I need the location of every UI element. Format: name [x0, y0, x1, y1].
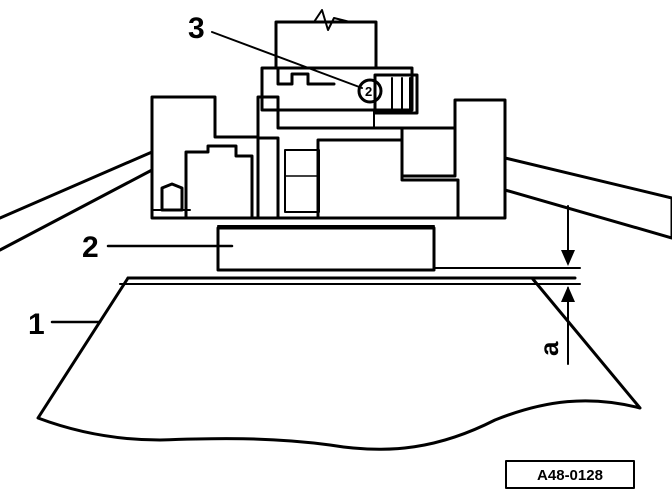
dimension-label: a: [534, 341, 564, 356]
leader-3: [211, 31, 363, 89]
callout-3: 3: [188, 12, 205, 45]
upper-notch: [276, 66, 336, 86]
right-pocket: [400, 126, 457, 178]
spacer-block: [216, 226, 436, 272]
callout-2: 2: [82, 231, 99, 264]
upper-connector: [373, 73, 419, 115]
left-rail: [0, 150, 154, 252]
figure-code-box: [505, 460, 635, 489]
main-housing: [150, 95, 507, 220]
adjuster-screw: [357, 78, 383, 104]
right-rail: [503, 156, 672, 240]
callout-1: 1: [28, 308, 45, 341]
left-chamber: [184, 144, 254, 220]
left-clip: [160, 182, 184, 212]
right-chamber: [316, 138, 460, 220]
center-window: [284, 149, 320, 213]
figure-code: A48-0128: [537, 467, 603, 484]
center-column: [256, 136, 280, 220]
dim-arrow-down: [561, 250, 575, 266]
upper-bracket: [260, 66, 414, 112]
dim-arrow-up: [561, 286, 575, 302]
screw-number: 2: [365, 84, 372, 99]
base-plate: [36, 276, 642, 451]
break-symbol: [301, 9, 351, 31]
